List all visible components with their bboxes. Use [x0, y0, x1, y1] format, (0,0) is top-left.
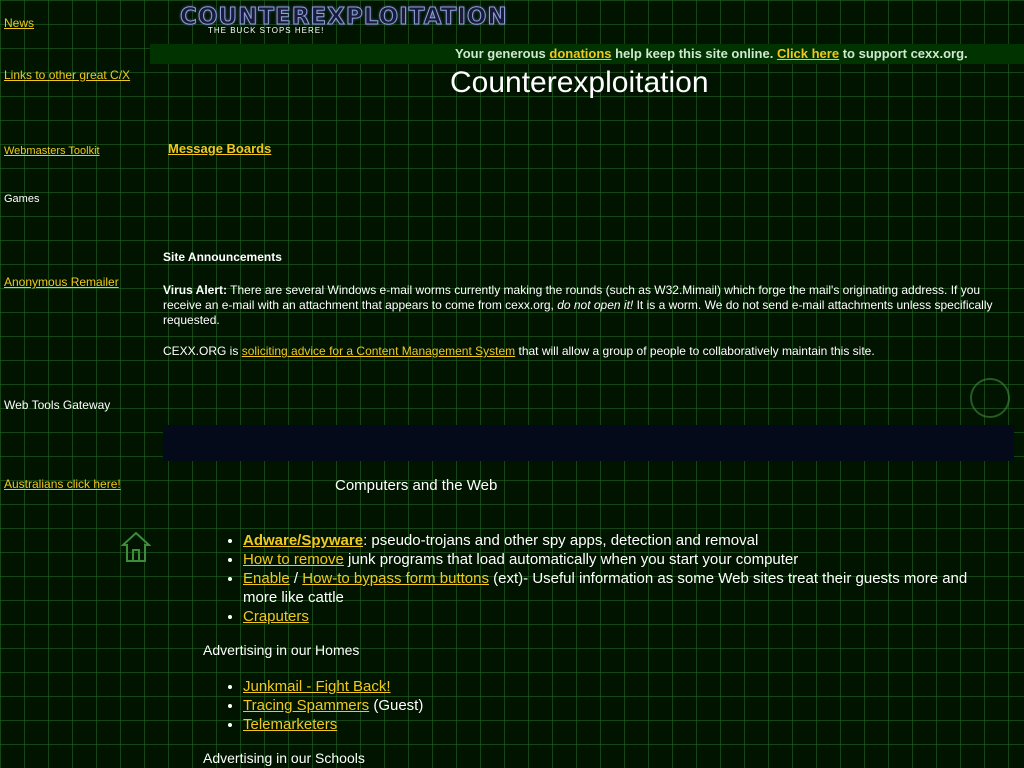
tracing-spammers-link[interactable]: Tracing Spammers: [243, 697, 370, 714]
virus-alert-text-2: It is a worm. We do not send e-mail atta…: [163, 298, 993, 327]
click-here-link[interactable]: Click here: [776, 46, 840, 61]
computers-topic-list: Adware/Spyware: pseudo-trojans and other…: [243, 531, 983, 626]
logo-text: COUNTEREXPLOITATION: [180, 4, 508, 31]
cms-suffix: that will allow a group of people to col…: [515, 344, 875, 358]
homes-topic-list: Junkmail - Fight Back! Tracing Spammers …: [243, 677, 983, 734]
list-item: Craputers: [243, 607, 983, 626]
enable-link[interactable]: Enable: [243, 570, 290, 587]
site-logo[interactable]: COUNTEREXPLOITATION THE BUCK STOPS HERE!: [180, 4, 550, 36]
sidebar-webmasters-toolkit[interactable]: Webmasters Toolkit: [4, 145, 100, 157]
schools-heading: Advertising in our Schools: [203, 750, 365, 766]
craputers-link[interactable]: Craputers: [243, 608, 309, 625]
virus-alert-warning: do not open it!: [557, 298, 634, 312]
donations-link[interactable]: donations: [549, 46, 612, 61]
sidebar-links-other-cx[interactable]: Links to other great C/X: [4, 68, 131, 82]
section-subheading: Computers and the Web: [335, 477, 498, 494]
virus-alert-text-1: There are several Windows e-mail worms c…: [163, 283, 981, 312]
donation-suffix: to support cexx.org.: [839, 46, 968, 61]
cms-prefix: CEXX.ORG is: [163, 344, 242, 358]
homes-heading: Advertising in our Homes: [203, 642, 360, 658]
sidebar-news-link[interactable]: News: [4, 16, 35, 30]
logo-tagline: THE BUCK STOPS HERE!: [208, 26, 325, 35]
list-item-text: : pseudo-trojans and other spy apps, det…: [363, 532, 759, 549]
list-item: Tracing Spammers (Guest): [243, 696, 983, 715]
page-title: Counterexploitation: [450, 66, 709, 99]
list-item-text: (Guest): [369, 697, 424, 714]
list-item-text: (ext)- Useful information as some Web si…: [243, 570, 968, 606]
sidebar-web-tools-gateway[interactable]: Web Tools Gateway: [4, 398, 111, 412]
donation-prefix: Your generous: [455, 46, 550, 61]
sidebar-anonymous-remailer[interactable]: Anonymous Remailer: [4, 275, 119, 289]
junkmail-link[interactable]: Junkmail - Fight Back!: [243, 678, 391, 695]
telemarketers-link[interactable]: Telemarketers: [243, 716, 338, 733]
list-item: How to remove junk programs that load au…: [243, 550, 983, 569]
sidebar-games-label: Games: [4, 193, 40, 205]
cms-announcement: CEXX.ORG is soliciting advice for a Cont…: [163, 344, 1008, 358]
list-item: Junkmail - Fight Back!: [243, 677, 983, 696]
list-item: Enable / How-to bypass form buttons (ext…: [243, 569, 983, 607]
announcements-title: Site Announcements: [163, 250, 282, 264]
decorative-circle: [970, 378, 1010, 418]
list-item: Adware/Spyware: pseudo-trojans and other…: [243, 531, 983, 550]
donation-middle: help keep this site online.: [611, 46, 777, 61]
remove-programs-link[interactable]: How to remove: [243, 551, 344, 568]
virus-alert: Virus Alert: There are several Windows e…: [163, 283, 1008, 328]
cms-advice-link[interactable]: soliciting advice for a Content Manageme…: [241, 344, 516, 358]
virus-alert-label: Virus Alert:: [163, 283, 228, 297]
message-boards-link[interactable]: Message Boards: [168, 141, 272, 156]
list-item-text: junk programs that load automatically wh…: [343, 551, 799, 568]
home-icon[interactable]: [121, 530, 151, 564]
donation-bar: Your generous donations help keep this s…: [150, 44, 1024, 64]
list-item: Telemarketers: [243, 715, 983, 734]
sidebar-australians-link[interactable]: Australians click here!: [4, 477, 121, 491]
section-heading-bar: [163, 425, 1014, 461]
adware-spyware-link[interactable]: Adware/Spyware: [243, 532, 364, 549]
bypass-form-buttons-link[interactable]: How-to bypass form buttons: [302, 570, 489, 587]
